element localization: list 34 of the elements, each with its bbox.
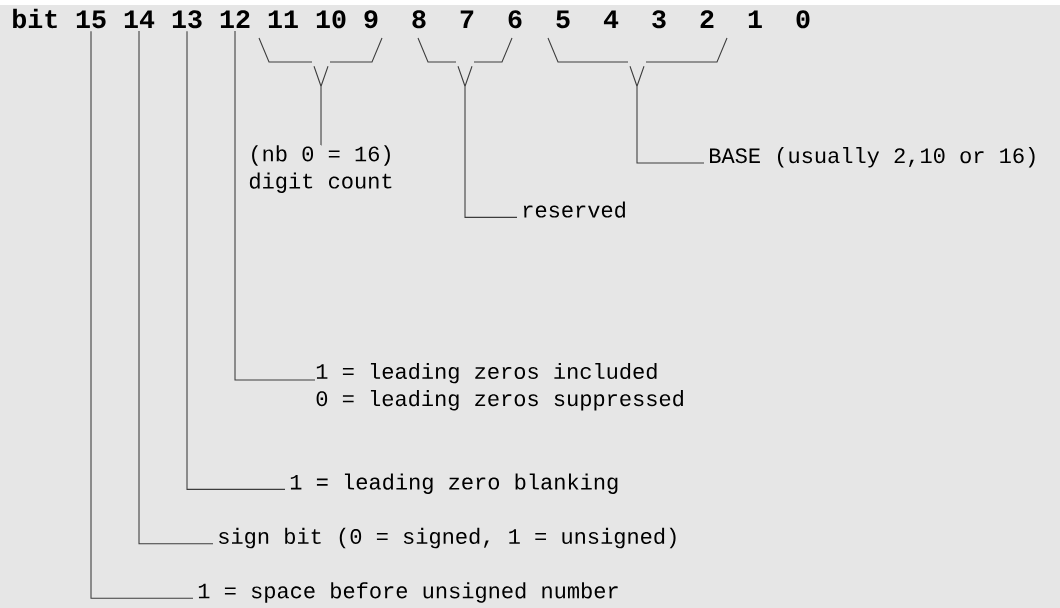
bit-number: 5 xyxy=(556,10,570,29)
bit-number: 9 xyxy=(364,10,378,29)
bit-number: 11 xyxy=(268,10,298,28)
bit-number: 0 xyxy=(796,10,810,29)
bit-number: 3 xyxy=(652,10,666,29)
field-description: 1 = leading zeros included 0 = leading zeros suppressed xyxy=(316,362,683,411)
bit-number: 8 xyxy=(412,10,426,29)
header-label: bit xyxy=(13,8,57,29)
field-description: 1 = space before unsigned number xyxy=(198,582,618,603)
bit-number: 15 xyxy=(76,10,106,29)
bit-number: 12 xyxy=(220,10,250,28)
bit-number: 2 xyxy=(700,10,714,28)
bit-number: 13 xyxy=(172,10,202,29)
leader-line xyxy=(457,65,518,218)
leader-line xyxy=(234,30,316,381)
bracket xyxy=(417,37,513,63)
leader-line xyxy=(186,30,286,490)
bit-number: 4 xyxy=(603,10,619,28)
bracket xyxy=(547,37,728,63)
bit-number: 10 xyxy=(316,10,346,29)
leader-line xyxy=(629,65,705,164)
field-description: BASE (usually 2,10 or 16) xyxy=(710,147,1035,168)
leader-line xyxy=(138,30,214,545)
bit-number: 7 xyxy=(460,10,474,28)
field-description: 1 = leading zero blanking xyxy=(290,473,618,494)
bit-number: 1 xyxy=(748,10,762,28)
leader-line xyxy=(90,30,194,599)
field-description: sign bit (0 = signed, 1 = unsigned) xyxy=(219,527,676,549)
field-description: (nb 0 = 16) digit count xyxy=(249,145,392,193)
bracket xyxy=(258,37,383,63)
bit-number: 14 xyxy=(124,10,155,28)
leader-line xyxy=(313,65,329,146)
field-description: reserved xyxy=(523,201,625,218)
bit-number: 6 xyxy=(508,10,522,29)
